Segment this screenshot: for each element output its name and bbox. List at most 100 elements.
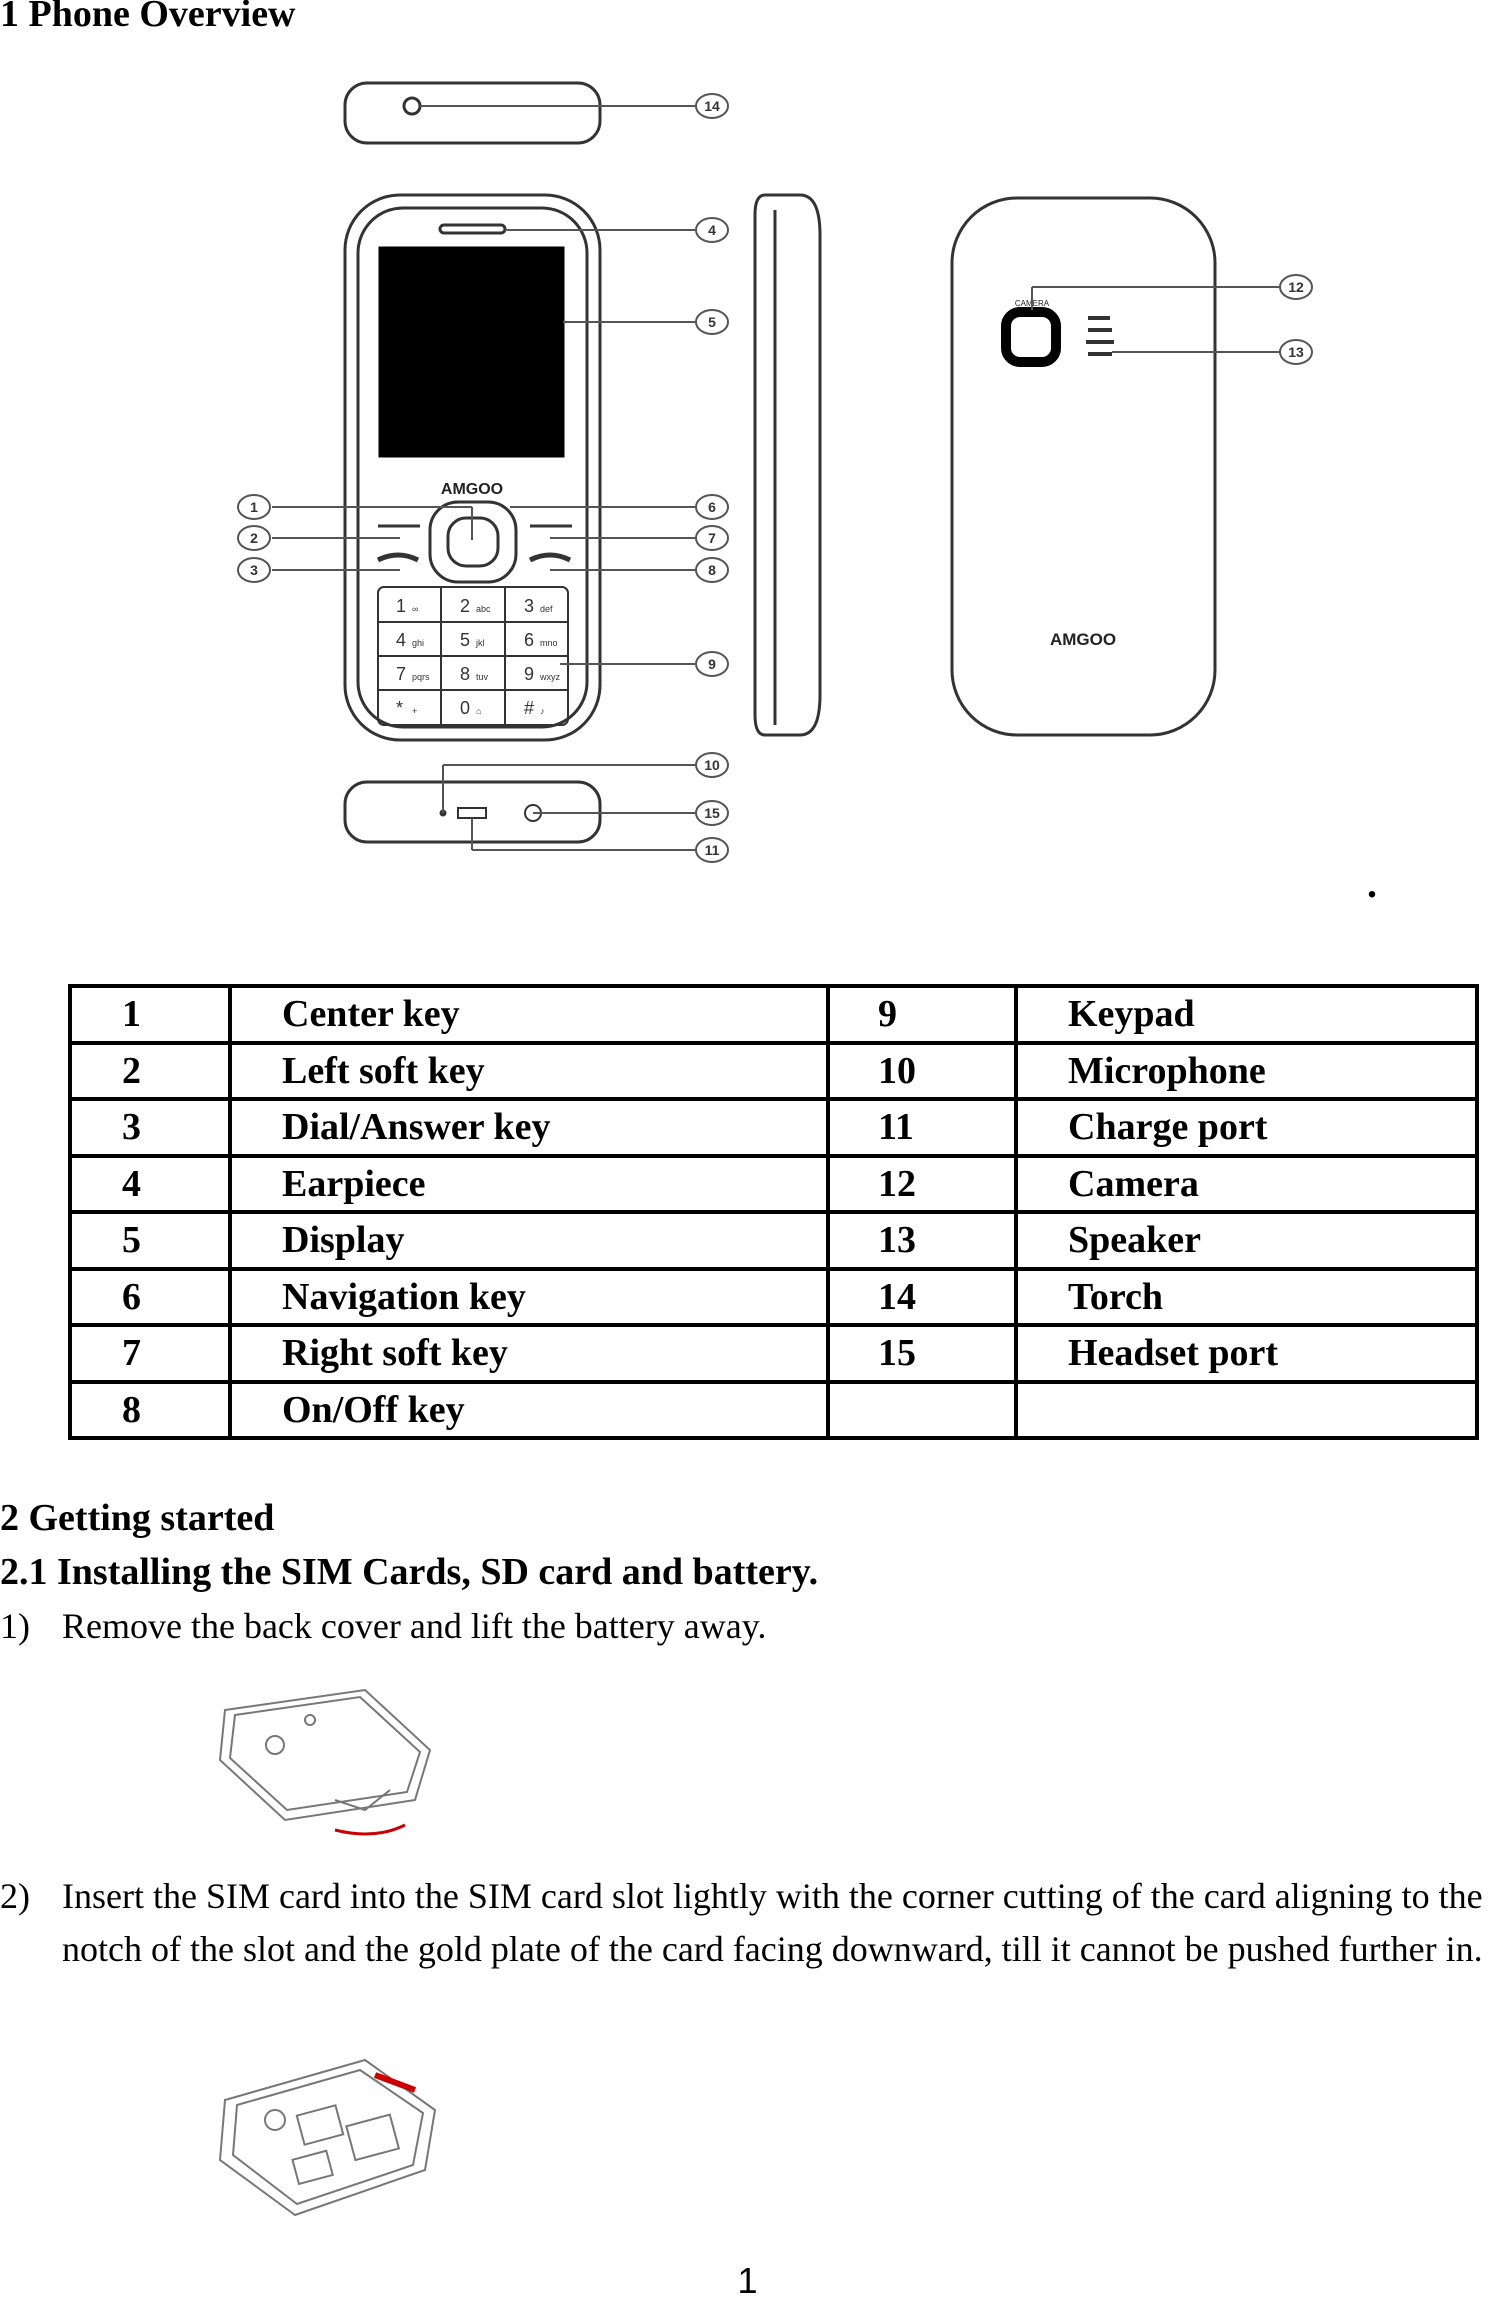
part-number: 8 (68, 1379, 232, 1440)
back-brand-label: AMGOO (1050, 630, 1116, 649)
phone-front-body (343, 193, 602, 742)
section-title-phone-overview: 1 Phone Overview (0, 0, 296, 35)
callout-number: 14 (704, 98, 720, 114)
keypad-key-sublabel: def (540, 604, 553, 614)
part-name: Speaker (1014, 1210, 1479, 1271)
part-name: Microphone (1014, 1040, 1479, 1101)
part-name: Earpiece (228, 1153, 830, 1214)
callout-circle (695, 752, 729, 778)
part-name: Display (228, 1210, 830, 1271)
part-number: 15 (826, 1323, 1018, 1384)
callout-circle (1279, 274, 1313, 300)
callout-circle (1279, 339, 1313, 365)
step-number: 2) (0, 1876, 30, 1916)
part-name: Torch (1014, 1266, 1479, 1327)
callout-number: 9 (708, 656, 716, 672)
callout-leader-lines (272, 105, 1280, 851)
keypad-key-sublabel: ♪ (540, 706, 545, 716)
step-text: Remove the back cover and lift the batte… (62, 1606, 767, 1646)
keypad-key-label: * (396, 698, 403, 718)
phone-back-view (950, 196, 1217, 737)
speaker-grille (1086, 316, 1114, 356)
insert-sim-card-illustration (218, 2058, 437, 2217)
callout-circle (237, 557, 271, 583)
callout-circle (695, 93, 729, 119)
part-number: 3 (68, 1097, 232, 1158)
keypad-key-label: 5 (460, 630, 470, 650)
phone-side-view (753, 193, 822, 737)
part-number: 2 (68, 1040, 232, 1101)
step-text: Insert the SIM card into the SIM card sl… (62, 1876, 1483, 1969)
callout-circle (695, 309, 729, 335)
callout-number: 15 (704, 805, 720, 821)
keypad-key-label: 2 (460, 596, 470, 616)
part-name: Keypad (1014, 984, 1479, 1045)
callout-number: 12 (1288, 279, 1304, 295)
keypad-key-label: 1 (396, 596, 406, 616)
camera-lens (1001, 307, 1061, 367)
callout-number: 7 (708, 530, 716, 546)
part-name: Headset port (1014, 1323, 1479, 1384)
callout-number: 1 (250, 499, 258, 515)
keypad-key-label: 8 (460, 664, 470, 684)
display-screen (378, 246, 565, 458)
callout-number: 8 (708, 562, 716, 578)
keypad-key-sublabel: ∞ (412, 604, 418, 614)
keypad (377, 586, 569, 726)
stray-dot: . (1367, 861, 1377, 906)
part-number: 10 (826, 1040, 1018, 1101)
keypad-key-sublabel: mno (540, 638, 558, 648)
part-name: Dial/Answer key (228, 1097, 830, 1158)
callout-number: 5 (708, 314, 716, 330)
callout-number: 10 (704, 757, 720, 773)
front-brand-label: AMGOO (441, 481, 503, 498)
callout-number: 4 (708, 222, 716, 238)
callout-circle (695, 494, 729, 520)
callout-number: 2 (250, 530, 258, 546)
part-number: 14 (826, 1266, 1018, 1327)
keypad-key-sublabel: pqrs (412, 672, 430, 682)
keypad-key-label: 0 (460, 698, 470, 718)
part-name (1014, 1379, 1479, 1440)
callout-circle (695, 800, 729, 826)
keypad-key-label: 7 (396, 664, 406, 684)
phone-top-view (343, 81, 602, 145)
keypad-key-sublabel: ⌂ (476, 706, 481, 716)
part-name: Center key (228, 984, 830, 1045)
callout-number: 11 (705, 842, 720, 858)
part-name: On/Off key (228, 1379, 830, 1440)
callout-circle (695, 525, 729, 551)
keypad-key-label: 3 (524, 596, 534, 616)
keypad-key-sublabel: tuv (476, 672, 489, 682)
keypad-key-sublabel: ghi (412, 638, 424, 648)
part-name: Right soft key (228, 1323, 830, 1384)
part-name: Charge port (1014, 1097, 1479, 1158)
keypad-key-sublabel: jkl (475, 638, 485, 648)
part-name: Navigation key (228, 1266, 830, 1327)
section-title-getting-started: 2 Getting started (0, 1497, 275, 1539)
callout-circle (695, 837, 729, 863)
navigation-key (428, 500, 518, 584)
keypad-key-sublabel: wxyz (539, 672, 560, 682)
keypad-key-label: 9 (524, 664, 534, 684)
callout-number: 13 (1288, 344, 1304, 360)
part-name: Left soft key (228, 1040, 830, 1101)
page-number: 1 (737, 2260, 758, 2301)
part-number: 7 (68, 1323, 232, 1384)
part-name: Camera (1014, 1153, 1479, 1214)
callout-circle (695, 557, 729, 583)
step-number: 1) (0, 1606, 30, 1646)
callout-circle (695, 217, 729, 243)
callout-number: 6 (708, 499, 716, 515)
keypad-key-sublabel: + (412, 706, 417, 716)
part-number: 6 (68, 1266, 232, 1327)
